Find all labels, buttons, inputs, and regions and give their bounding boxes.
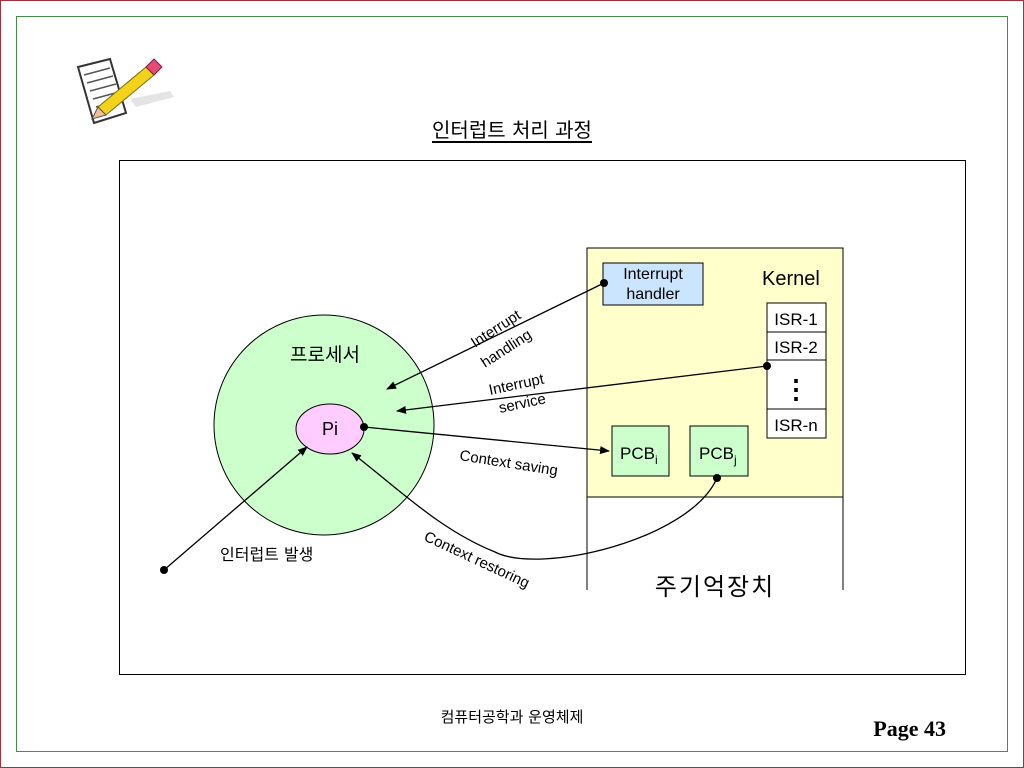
pcb-i-label: PCBi [620,444,658,467]
context-restoring-arrow [351,452,718,560]
isr-table [766,302,827,439]
context-restoring-label: Context restoring [421,528,532,592]
processor-label: 프로세서 [290,344,360,366]
kernel-label: Kernel [762,268,820,290]
slide-inner-border [16,16,1008,752]
page-number: Page 43 [873,716,946,741]
interrupt-handling-arrow [386,282,605,390]
pcb-j-label: PCBj [699,444,737,467]
footer-text: 컴퓨터공학과 운영체제 [440,708,584,726]
slide-title: 인터럽트 처리 과정 [432,118,592,142]
interrupt-handler-line1: Interrupt [623,266,683,283]
interrupt-occur-label: 인터럽트 발생 [220,545,313,564]
interrupt-service-arrow [396,365,768,414]
process-pi-label: Pi [322,419,338,439]
isr-ellipsis: ⋮ [783,374,809,404]
interrupt-handler-line2: handler [626,286,680,303]
interrupt-occur-arrow [163,446,308,571]
isr-item: ISR-n [774,416,817,435]
isr-item: ISR-2 [774,338,817,357]
context-saving-arrow [363,426,610,455]
pcb-j-box [689,425,749,477]
context-saving-label: Context saving [458,447,559,479]
notepad-pencil-icon [76,57,174,125]
isr-item: ISR-1 [774,310,817,329]
memory-label: 주기억장치 [655,573,775,601]
pcb-i-box [611,425,670,477]
